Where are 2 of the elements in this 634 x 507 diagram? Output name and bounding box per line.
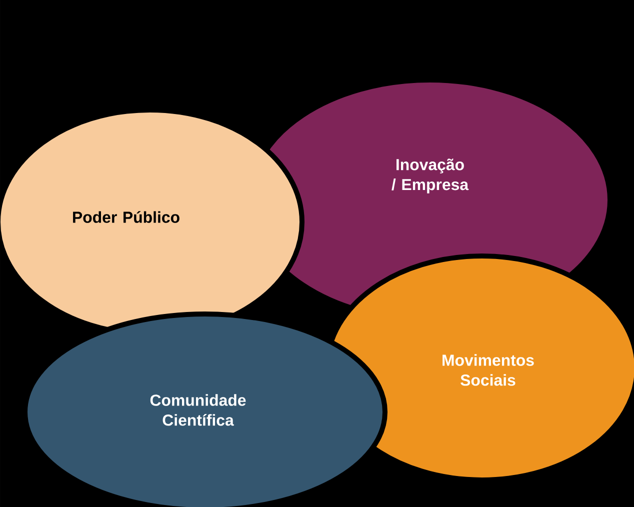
node-label: Inovação / Empresa (392, 158, 469, 194)
node-label: Poder Público (73, 211, 180, 223)
